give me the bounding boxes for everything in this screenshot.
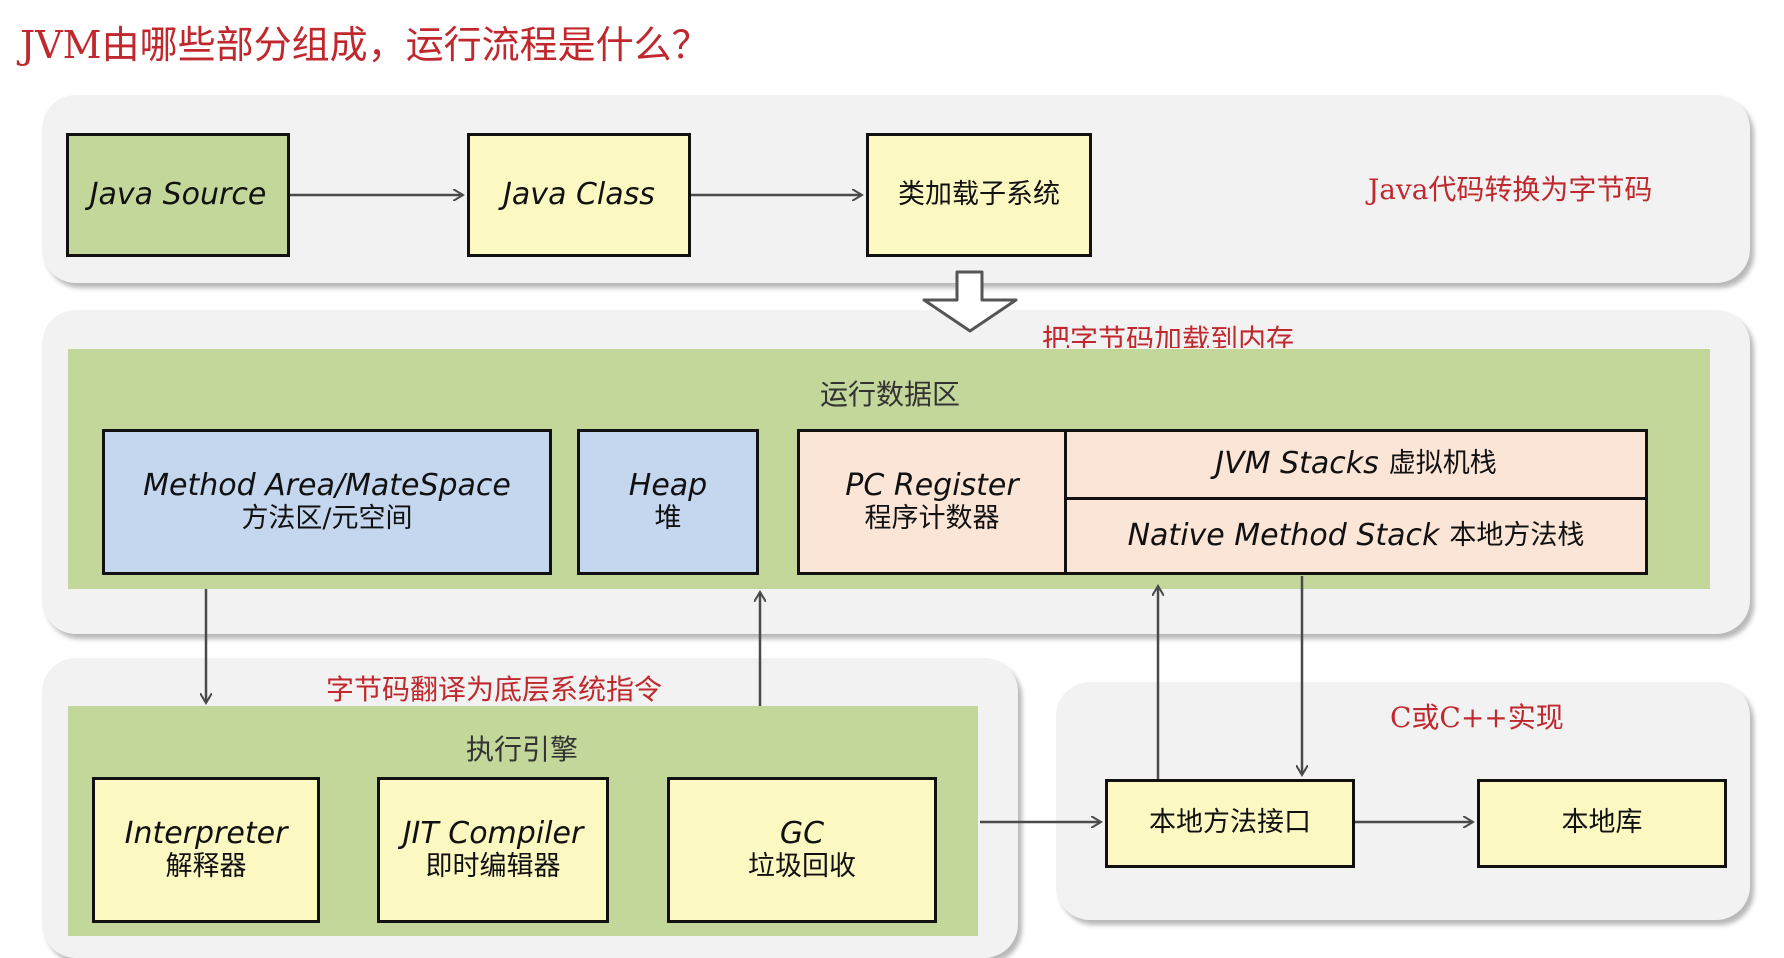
- class-loader-label: 类加载子系统: [898, 178, 1060, 210]
- jit-compiler-cn-label: 即时编辑器: [425, 851, 561, 883]
- bytecode-translation-note: 字节码翻译为底层系统指令: [326, 673, 663, 706]
- java-class-box: Java Class: [467, 133, 691, 257]
- pc-register-cell: PC Register 程序计数器: [800, 432, 1064, 572]
- native-interface-box: 本地方法接口: [1105, 779, 1355, 868]
- native-method-stack-cell: Native Method Stack 本地方法栈: [1067, 500, 1645, 572]
- native-impl-note: C或C++实现: [1390, 701, 1564, 734]
- native-library-label: 本地库: [1561, 807, 1643, 839]
- execution-engine-label: 执行引擎: [465, 733, 578, 766]
- connector-layer: [0, 0, 1784, 923]
- pc-register-label: PC Register: [845, 467, 1019, 503]
- native-method-stack-cn-label: 本地方法栈: [1449, 519, 1585, 551]
- java-source-box: Java Source: [66, 133, 290, 257]
- jit-compiler-box: JIT Compiler 即时编辑器: [377, 777, 609, 923]
- method-area-box: Method Area/MateSpace 方法区/元空间: [102, 429, 552, 575]
- jit-compiler-label: JIT Compiler: [402, 815, 584, 851]
- heap-box: Heap 堆: [577, 429, 759, 575]
- load-down-arrow: [922, 270, 1018, 333]
- gc-box: GC 垃圾回收: [667, 777, 937, 923]
- runtime-data-area-label: 运行数据区: [819, 378, 960, 411]
- thread-area-box: [797, 429, 1648, 575]
- gc-cn-label: 垃圾回收: [748, 851, 856, 883]
- heap-label: Heap: [628, 467, 708, 503]
- native-library-box: 本地库: [1477, 779, 1727, 868]
- jvm-stacks-label: JVM Stacks: [1215, 446, 1379, 482]
- stacks-divider: [1067, 497, 1645, 500]
- bytecode-conversion-note: Java代码转换为字节码: [1368, 173, 1653, 206]
- native-interface-label: 本地方法接口: [1149, 807, 1311, 839]
- pc-register-cn-label: 程序计数器: [864, 503, 1000, 535]
- gc-label: GC: [779, 815, 825, 851]
- interpreter-box: Interpreter 解释器: [92, 777, 320, 923]
- load-to-memory-note: 把字节码加载到内存: [1042, 323, 1295, 348]
- native-method-stack-label: Native Method Stack: [1127, 517, 1440, 553]
- heap-cn-label: 堆: [654, 503, 682, 535]
- page-title: JVM由哪些部分组成，运行流程是什么？: [20, 23, 710, 67]
- java-source-label: Java Source: [89, 176, 267, 212]
- jvm-stacks-cell: JVM Stacks 虚拟机栈: [1067, 432, 1645, 497]
- method-area-label: Method Area/MateSpace: [143, 467, 511, 503]
- java-class-label: Java Class: [503, 176, 655, 212]
- jvm-stacks-cn-label: 虚拟机栈: [1388, 448, 1497, 480]
- class-loader-box: 类加载子系统: [866, 133, 1092, 257]
- interpreter-label: Interpreter: [124, 815, 288, 851]
- interpreter-cn-label: 解释器: [165, 851, 247, 883]
- method-area-cn-label: 方法区/元空间: [241, 503, 413, 535]
- pc-divider: [1064, 432, 1067, 572]
